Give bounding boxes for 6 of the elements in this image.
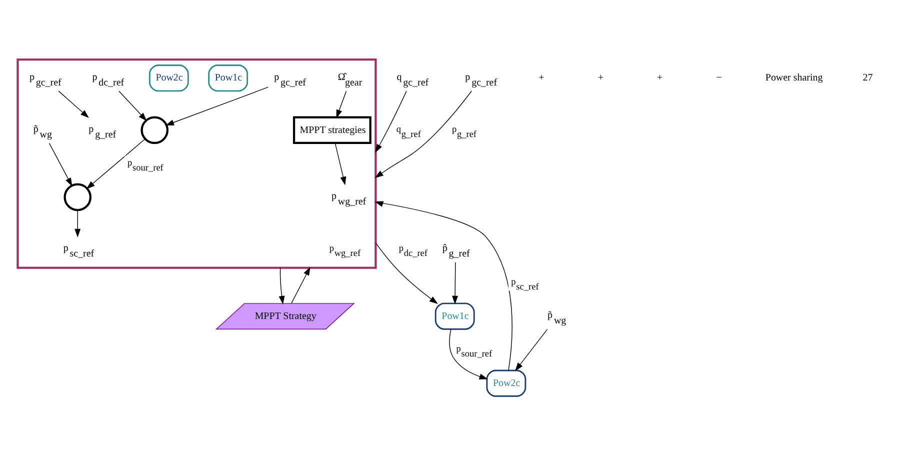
label: + xyxy=(598,72,604,84)
label: + xyxy=(657,72,663,84)
label: Power sharing xyxy=(765,72,823,84)
label: + xyxy=(538,72,544,84)
label: 27 xyxy=(862,72,873,84)
label: − xyxy=(716,72,722,84)
